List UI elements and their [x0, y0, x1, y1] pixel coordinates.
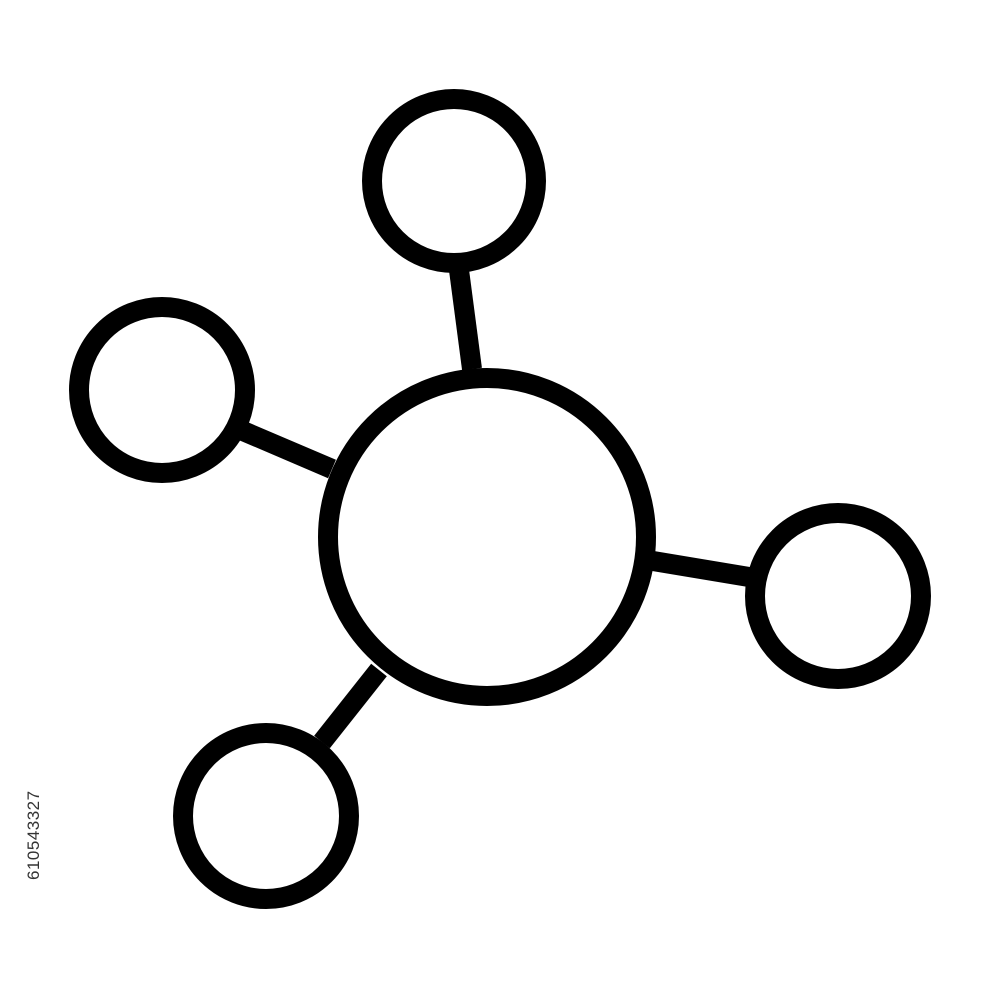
stock-image-id: 610543327 [24, 790, 43, 880]
node-circle-left [69, 297, 255, 483]
connector-top [449, 268, 482, 371]
connector-left [232, 418, 336, 479]
hub-circle [318, 368, 656, 706]
node-circle-right [745, 503, 931, 689]
node-circle-bottom-left [173, 723, 359, 909]
node-circle-top [362, 89, 546, 273]
connector-right [651, 551, 751, 587]
connector-bottom-left [314, 663, 387, 749]
